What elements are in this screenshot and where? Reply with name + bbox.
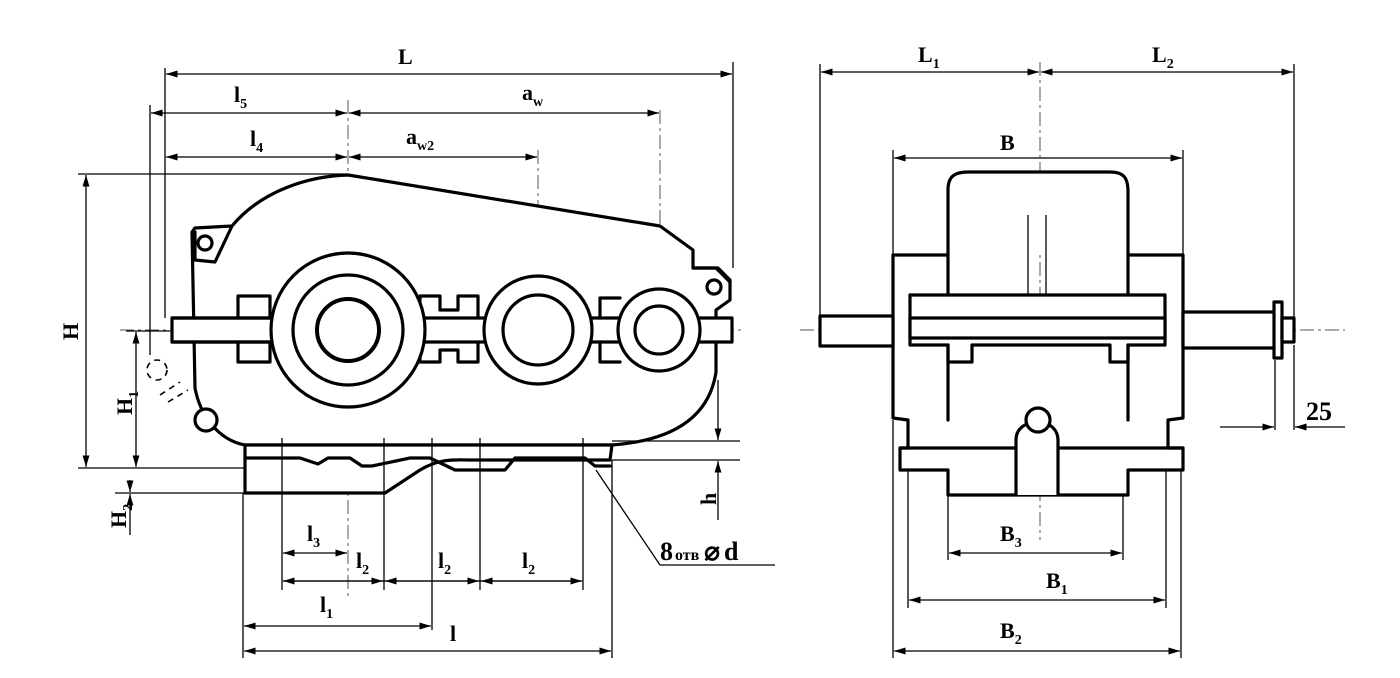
drain-plug-icon (1024, 406, 1052, 434)
dim-l5: l5 (234, 82, 247, 112)
dim-B2: B2 (1000, 618, 1022, 648)
dim-l4: l4 (250, 126, 263, 156)
left-shaft (818, 314, 895, 348)
dim-l2-b: l2 (438, 548, 451, 578)
dim-l: l (450, 621, 456, 646)
dim-B3: B3 (1000, 521, 1022, 551)
dim-l3: l3 (307, 521, 320, 551)
dim-L2: L2 (1152, 42, 1174, 72)
front-base (243, 443, 614, 495)
dim-l2-a: l2 (356, 548, 369, 578)
front-left-lug (193, 224, 234, 264)
lug-hole-icon (196, 234, 214, 252)
dim-L1: L1 (918, 42, 940, 72)
lifting-eye-icon (193, 407, 219, 433)
dim-L: L (398, 44, 413, 69)
right-shaft (1181, 310, 1277, 350)
dim-H1: H1 (112, 391, 142, 415)
front-bearing-bosses (269, 251, 702, 409)
dim-B: B (1000, 130, 1015, 155)
dim-l2-c: l2 (522, 548, 535, 578)
dim-aw: aw (522, 80, 544, 110)
oil-plug-icon (146, 359, 189, 403)
dim-h: h (696, 493, 721, 505)
dim-aw2: aw2 (406, 124, 434, 154)
dim-H: H (58, 323, 83, 340)
dim-H2: H2 (106, 504, 136, 528)
dim-25: 25 (1306, 397, 1332, 426)
lug-hole-icon (705, 278, 723, 296)
front-view: L l5 aw l4 aw2 H H1 H2 h (58, 44, 775, 658)
dim-l1: l1 (320, 592, 333, 622)
side-view: L1 L2 B 25 B3 B1 B2 (800, 42, 1345, 658)
dim-B1: B1 (1046, 568, 1068, 598)
side-top-cover (946, 170, 1130, 257)
